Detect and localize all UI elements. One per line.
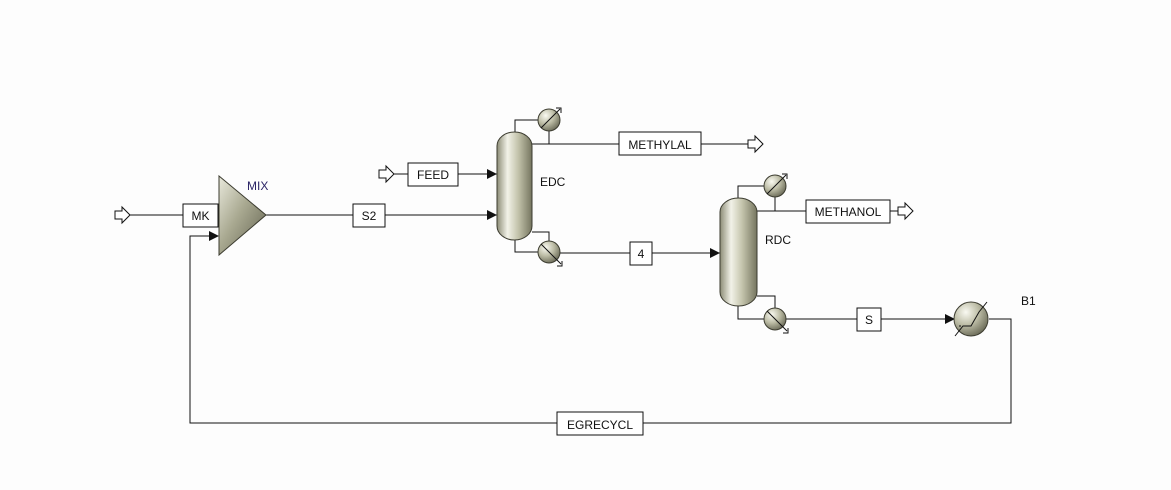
stream-label-4-box[interactable] [629,241,653,266]
mixer-triangle-icon[interactable] [218,174,267,257]
edc-condenser-slash [540,108,561,129]
stream-label-mk[interactable]: MK [182,203,219,228]
edc-column-vessel-icon[interactable] [496,131,533,241]
stream-label-4[interactable]: 4 [629,241,653,266]
rdc-column-vessel-icon[interactable] [719,197,758,307]
edc-boilup-line [532,231,550,243]
stream-label-s-text: S [865,313,873,327]
stream-label-egrecycl-text: EGRECYCL [567,418,633,432]
arrow-s2-head [487,210,497,220]
stream-label-mk-text: MK [192,209,210,223]
rdc-reflux-line [757,195,776,212]
edc-condenser[interactable] [537,107,562,132]
stream-label-mk-box[interactable] [182,203,219,228]
arrowheads [209,169,955,324]
heater-b1-block[interactable]: B1 [953,294,1036,337]
rdc-reboiler-arrow-icon [783,328,789,334]
rdc-bottoms-line [737,306,766,320]
edc-reboiler-slash [540,243,562,265]
rdc-column-block[interactable]: RDC [719,197,791,307]
stream-label-feed-box[interactable] [407,162,459,187]
stream-line-egrecycl[interactable] [189,235,1012,424]
stream-label-4-text: 4 [638,247,645,261]
stream-label-s-box[interactable] [856,307,882,332]
feed-inlet-arrow-icon[interactable] [378,164,395,184]
arrow-feed-head [487,169,497,179]
stream-label-s2-box[interactable] [352,203,386,228]
heater-zigzag-icon [954,301,988,337]
stream-label-methanol-text: METHANOL [815,205,882,219]
arrow-s-head [945,314,955,324]
edc-bottoms-line [514,240,540,253]
arrow-recycle-head [209,231,219,241]
stream-label-methanol-box[interactable] [805,199,891,224]
methylal-outlet-arrow-icon[interactable] [747,134,764,154]
edc-reboiler-arrow-icon [557,261,563,267]
stream-label-egrecycl[interactable]: EGRECYCL [556,411,644,436]
heater-icon[interactable] [953,301,989,337]
edc-label: EDC [540,175,566,189]
stream-label-methylal-box[interactable] [618,131,702,156]
mixer-block[interactable]: MIX [218,174,268,257]
rdc-reboiler-slash [766,310,788,332]
rdc-overhead-line [737,185,766,198]
stream-label-s[interactable]: S [856,307,882,332]
edc-column-block[interactable]: EDC [496,131,566,241]
stream-label-feed[interactable]: FEED [407,162,459,187]
makeup-inlet-arrow-icon[interactable] [114,205,131,225]
stream-label-methanol[interactable]: METHANOL [805,199,891,224]
arrow-4-head [710,248,720,258]
edc-condenser-arrow-icon [556,107,562,113]
stream-label-egrecycl-box[interactable] [556,411,644,436]
rdc-condenser-slash [766,174,787,195]
mixer-label: MIX [247,179,268,193]
methanol-outlet-arrow-icon[interactable] [897,201,914,221]
stream-label-s2-text: S2 [362,209,377,223]
rdc-reboiler[interactable] [763,307,789,334]
rdc-label: RDC [765,233,791,247]
stream-label-s2[interactable]: S2 [352,203,386,228]
stream-label-methylal[interactable]: METHYLAL [618,131,702,156]
heater-label: B1 [1021,294,1036,308]
stream-label-methylal-text: METHYLAL [628,138,692,152]
edc-reboiler[interactable] [537,240,563,267]
edc-overhead-line [514,119,540,133]
stream-label-feed-text: FEED [417,168,449,182]
rdc-boilup-line [757,295,776,310]
rdc-condenser[interactable] [763,173,788,198]
rdc-condenser-arrow-icon [782,173,788,179]
